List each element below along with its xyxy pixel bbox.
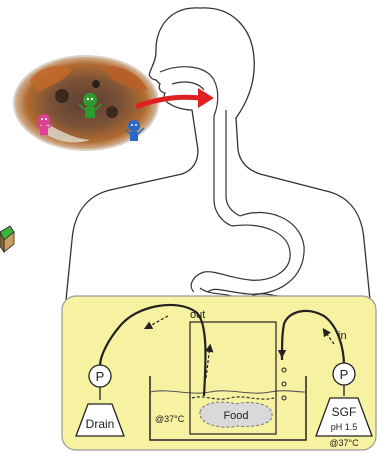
sgf-ph-label: pH 1.5	[331, 422, 358, 432]
sgf-label: SGF	[332, 405, 357, 419]
human-body-outline	[66, 8, 370, 300]
food-sample: Food	[200, 402, 272, 427]
sgf-temperature: @37°C	[329, 438, 359, 448]
drain-label: Drain	[86, 417, 115, 431]
food-label: Food	[223, 410, 248, 422]
in-label: in	[338, 330, 347, 342]
pump-left-label: P	[96, 369, 105, 384]
digestive-tract	[160, 67, 304, 298]
pump-right-label: P	[340, 367, 349, 382]
out-label: out	[190, 309, 205, 321]
bath-temperature: @37°C	[155, 414, 185, 424]
cube-icon	[0, 226, 14, 252]
